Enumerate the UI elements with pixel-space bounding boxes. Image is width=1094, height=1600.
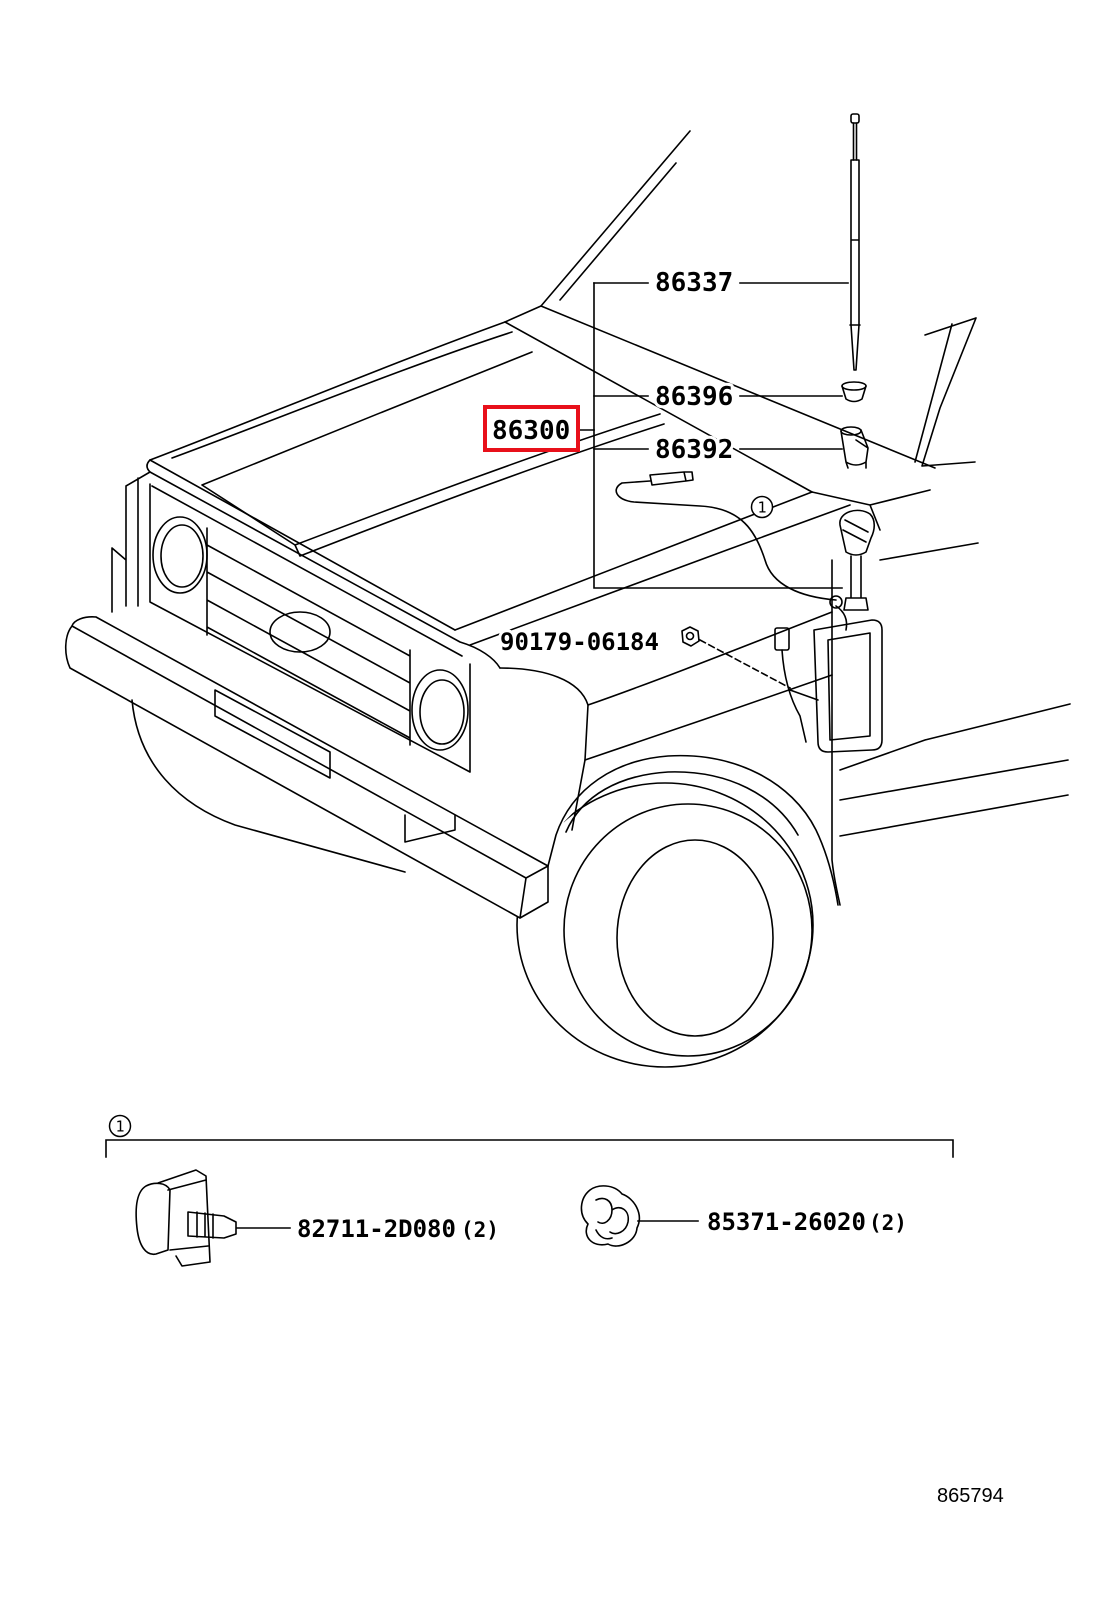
grommet-86396-drawing — [841, 381, 867, 403]
antenna-bracket-drawing — [774, 605, 883, 753]
hood-rear-edge — [504, 321, 813, 493]
highlight-box — [483, 405, 580, 452]
antenna-taper — [850, 324, 860, 371]
section-marker-label: 1 — [757, 499, 766, 517]
part-label-85371-26020[interactable]: 85371-26020 — [704, 1205, 869, 1239]
grille-slats — [206, 527, 411, 746]
clip-nut-body — [681, 626, 700, 647]
lower-valance — [131, 699, 456, 873]
front-bumper — [64, 616, 549, 919]
clamp-85371-26020-drawing — [580, 1185, 641, 1247]
leader-90179-06184 — [698, 638, 792, 690]
bumper-top — [71, 616, 549, 879]
detail-bracket-line — [105, 1139, 954, 1158]
bracket-feed-wire — [835, 605, 848, 631]
bumper-face — [64, 625, 549, 919]
connector-wire — [781, 649, 819, 743]
cab — [504, 130, 979, 561]
fender-crease — [469, 504, 851, 761]
windshield-base — [504, 305, 936, 469]
antenna-holder-drawing — [839, 509, 876, 611]
detail-marker-circle — [108, 1114, 132, 1138]
grommet-body — [841, 385, 867, 403]
right-headlight-lens — [419, 679, 465, 745]
front-wheel — [516, 782, 814, 1068]
detail-marker-label: 1 — [115, 1118, 124, 1136]
wheel-rim — [616, 839, 774, 1037]
clip-bracket — [157, 1169, 211, 1267]
fender-rear-edge — [831, 559, 841, 906]
part-label-90179-06184[interactable]: 90179-06184 — [497, 625, 662, 659]
antenna-holder-head — [839, 509, 876, 556]
left-fender-front — [111, 471, 151, 613]
left-fender — [111, 471, 151, 613]
callout-leaders — [578, 282, 849, 690]
bracket-box-outer — [813, 619, 883, 753]
hood-bulge — [201, 351, 665, 557]
cable-connector — [649, 471, 694, 486]
grille — [149, 483, 471, 773]
cowl-right — [811, 489, 979, 561]
section-marker-circle — [750, 495, 774, 519]
left-headlight-lens — [160, 524, 204, 588]
clip-pad — [135, 1182, 171, 1255]
wheel-arch — [547, 754, 839, 906]
clamp-outline — [580, 1185, 641, 1247]
bracket-leader — [593, 282, 843, 589]
antenna-holder-tube — [843, 555, 869, 611]
antenna-mast — [849, 159, 861, 326]
highlighted-part-86300[interactable]: 86300 — [483, 405, 580, 452]
detail-bracket — [105, 1139, 954, 1229]
right-fender — [469, 504, 1071, 906]
part-label-86300[interactable]: 86300 — [489, 413, 573, 449]
part-label-86396[interactable]: 86396 — [652, 379, 736, 415]
section-marker: 1 — [750, 495, 774, 519]
bracket-box-inner — [827, 632, 871, 741]
hood-front-edge — [146, 459, 501, 669]
clip-bolt — [187, 1211, 237, 1239]
illustration-number: 865794 — [937, 1485, 1004, 1507]
quantity-85371-26020: (2) — [869, 1211, 907, 1235]
cable-nut — [829, 595, 843, 609]
detail-section: 1 82711-2D080 (2) 85371-26020 (2) — [105, 1114, 954, 1267]
clamp-detail — [595, 1197, 630, 1240]
tire-inner — [563, 803, 813, 1057]
grille-frame — [149, 483, 471, 773]
antenna-base-86392-drawing — [840, 426, 869, 469]
antenna-upper-rod — [852, 122, 858, 161]
a-pillar-left — [540, 130, 691, 307]
emblem — [269, 611, 331, 653]
clip-90179-06184-drawing — [681, 626, 700, 647]
clip-nut-hole — [685, 631, 695, 641]
part-label-86392[interactable]: 86392 — [652, 432, 736, 468]
hood-left-edge — [149, 321, 513, 461]
quantity-82711-2d080: (2) — [461, 1218, 499, 1242]
part-label-86337[interactable]: 86337 — [652, 265, 736, 301]
clip-82711-2d080-drawing — [135, 1169, 237, 1267]
body-side — [839, 703, 1071, 837]
antenna-base-body — [840, 429, 869, 469]
part-label-82711-2d080[interactable]: 82711-2D080 — [294, 1212, 459, 1246]
left-headlight-surround — [152, 516, 208, 594]
a-pillar-right — [914, 317, 977, 467]
tire-outer — [516, 782, 814, 1068]
hood — [146, 321, 813, 669]
antenna-tip — [850, 113, 860, 124]
right-headlight-surround — [411, 669, 469, 751]
antenna-rod-86337-drawing — [849, 113, 861, 371]
license-plate-recess — [214, 689, 331, 779]
